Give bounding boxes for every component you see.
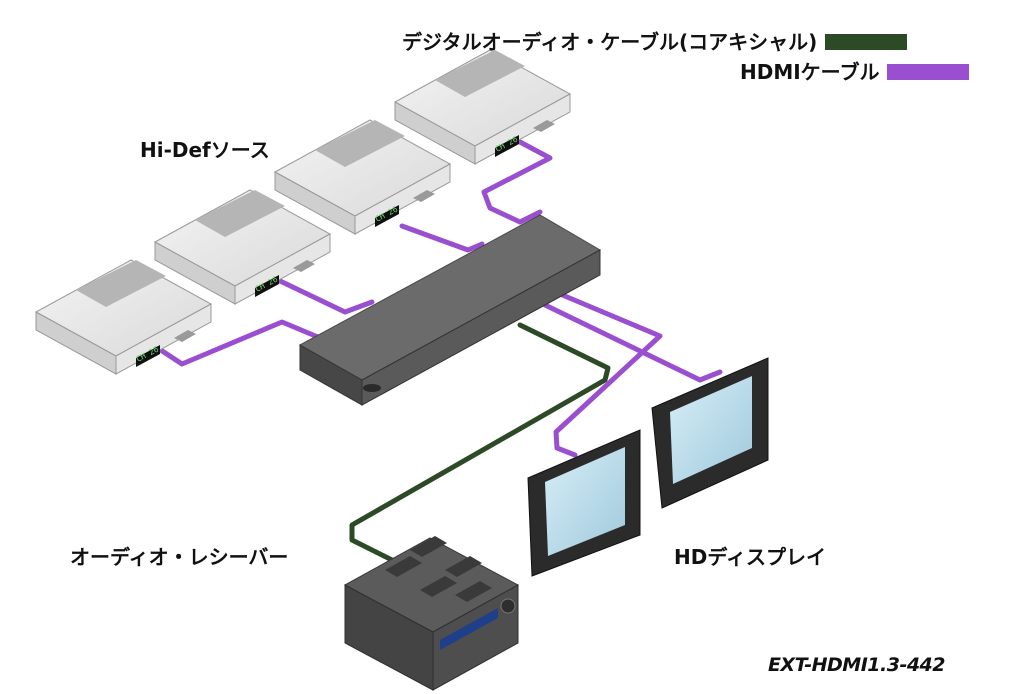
hdmi-cable-source-3: [399, 223, 485, 253]
hdmi-cable-display-1: [553, 291, 663, 458]
label-hd-displays: HDディスプレイ: [674, 545, 826, 569]
legend-digital-audio-swatch: [825, 34, 908, 50]
hdmi-cable-source-4: [481, 139, 553, 225]
legend-hdmi-label: HDMIケーブル: [740, 60, 880, 84]
hdmi-switch: [298, 214, 602, 406]
legend-digital-audio-label: デジタルオーディオ・ケーブル(コアキシャル): [402, 30, 818, 54]
source-box-1: [34, 259, 213, 375]
hdmi-cables: [147, 139, 723, 458]
label-audio-receiver: オーディオ・レシーバー: [70, 545, 289, 569]
source-box-3: [273, 119, 452, 235]
hd-display-large: [651, 357, 769, 509]
audio-receiver: [343, 536, 520, 691]
legend-hdmi: HDMIケーブル: [740, 60, 970, 84]
source-box-2: [153, 189, 332, 305]
hdmi-cable-source-1: [147, 319, 328, 367]
hdmi-cable-display-2: [542, 302, 723, 383]
model-number: EXT-HDMI1.3-442: [767, 654, 946, 676]
source-box-4: [393, 49, 572, 165]
hd-display-small: [527, 429, 641, 577]
label-hi-def-sources: Hi-Defソース: [140, 138, 270, 162]
digital-audio-cable: [349, 322, 611, 563]
hdmi-cable-source-2: [275, 277, 375, 315]
legend-hdmi-swatch: [887, 64, 970, 80]
legend-digital-audio: デジタルオーディオ・ケーブル(コアキシャル): [402, 30, 908, 54]
